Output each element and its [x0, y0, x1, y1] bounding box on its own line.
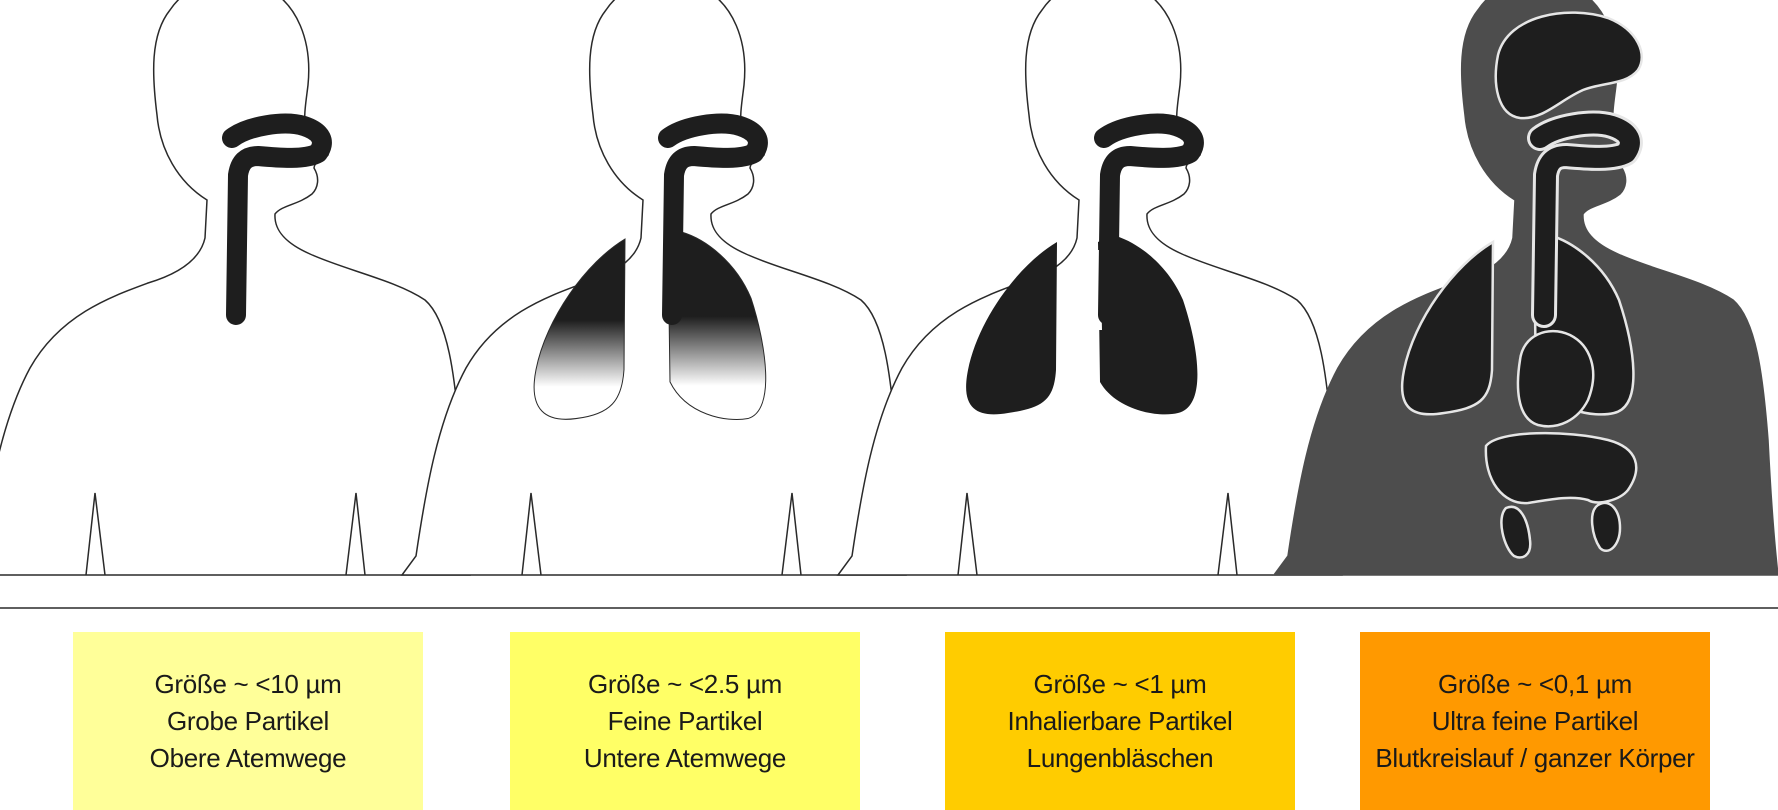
silhouette-panel-2	[402, 0, 906, 575]
particle-category: Inhalierbare Partikel	[1008, 703, 1233, 740]
particle-category: Feine Partikel	[608, 703, 763, 740]
particle-size: Größe ~ <2.5 µm	[588, 666, 782, 703]
particle-size: Größe ~ <1 µm	[1034, 666, 1207, 703]
particle-size: Größe ~ <0,1 µm	[1438, 666, 1632, 703]
label-box-panel-4: Größe ~ <0,1 µm Ultra feine Partikel Blu…	[1360, 632, 1710, 810]
silhouette-panel-1	[0, 0, 470, 575]
human-silhouettes-diagram	[0, 0, 1778, 620]
silhouette-panel-4	[1274, 0, 1778, 575]
affected-region: Lungenbläschen	[1027, 740, 1214, 777]
particle-category: Ultra feine Partikel	[1432, 703, 1638, 740]
affected-region: Blutkreislauf / ganzer Körper	[1375, 740, 1694, 777]
silhouette-panel-3	[838, 0, 1342, 575]
abdomen-organ	[1486, 433, 1636, 503]
label-box-panel-1: Größe ~ <10 µm Grobe Partikel Obere Atem…	[73, 632, 423, 810]
particle-size: Größe ~ <10 µm	[154, 666, 341, 703]
label-box-panel-2: Größe ~ <2.5 µm Feine Partikel Untere At…	[510, 632, 860, 810]
label-box-panel-3: Größe ~ <1 µm Inhalierbare Partikel Lung…	[945, 632, 1295, 810]
kidney-right-organ	[1592, 503, 1620, 551]
particle-category: Grobe Partikel	[167, 703, 329, 740]
affected-region: Untere Atemwege	[584, 740, 786, 777]
affected-region: Obere Atemwege	[150, 740, 347, 777]
